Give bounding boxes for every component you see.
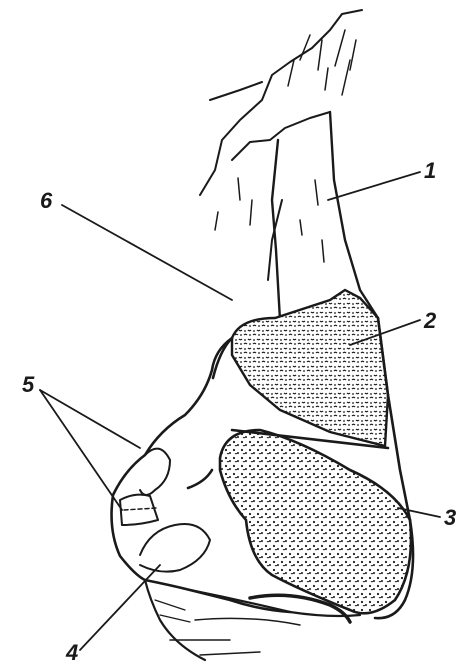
- upper-lateral-cartilage: [232, 290, 388, 446]
- leader-line-4: [80, 565, 160, 650]
- label-5: 5: [22, 372, 35, 397]
- label-4: 4: [65, 640, 78, 665]
- leader-line-5b: [40, 390, 122, 510]
- nasal-bone: [268, 112, 378, 320]
- sesamoid-cartilages: [120, 449, 170, 525]
- leader-line-6: [62, 205, 232, 300]
- label-3: 3: [444, 505, 456, 530]
- label-6: 6: [40, 188, 53, 213]
- label-2: 2: [423, 308, 437, 333]
- nostril: [140, 524, 210, 572]
- greater-alar-cartilage: [220, 430, 411, 613]
- leader-line-1: [328, 172, 420, 200]
- label-1: 1: [424, 158, 436, 183]
- leader-line-5a: [40, 390, 140, 448]
